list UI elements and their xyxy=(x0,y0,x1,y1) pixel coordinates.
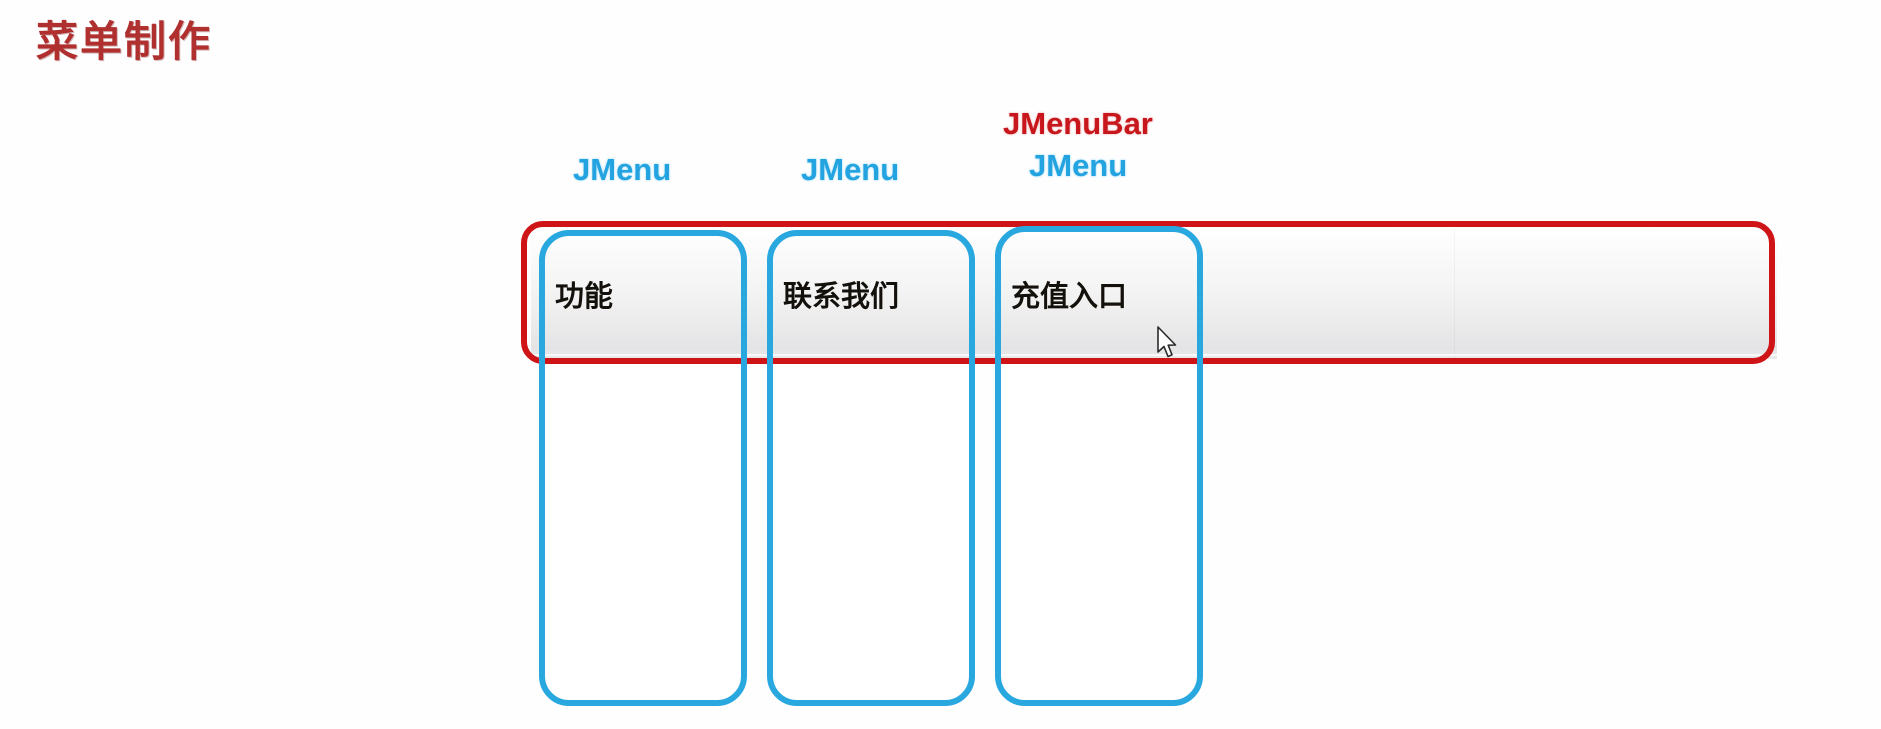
menubar-item-lianxiwomen[interactable]: 联系我们 xyxy=(759,228,987,359)
jmenubar[interactable]: 功能 联系我们 充值入口 xyxy=(531,228,1777,359)
menubar-seam xyxy=(1454,228,1455,359)
menubar-item-label: 功能 xyxy=(555,278,614,313)
menubar-item-label: 充值入口 xyxy=(1011,278,1128,313)
annotation-label-jmenu: JMenu xyxy=(1029,148,1128,183)
jmenu-popup-area xyxy=(774,364,968,699)
annotation-label-jmenu: JMenu xyxy=(573,152,672,187)
arrow-pointer-icon xyxy=(1157,326,1177,358)
jmenu-popup-area xyxy=(1002,364,1196,699)
annotation-label-jmenubar: JMenuBar xyxy=(1003,106,1153,141)
annotation-label-jmenu: JMenu xyxy=(801,152,900,187)
menubar-item-chongzhirukou[interactable]: 充值入口 xyxy=(987,228,1215,359)
jmenu-popup-area xyxy=(546,364,740,699)
page-title: 菜单制作 xyxy=(36,18,213,65)
menubar-item-label: 联系我们 xyxy=(783,278,900,313)
menubar-item-gongneng[interactable]: 功能 xyxy=(531,228,759,359)
menubar-bottom-highlight xyxy=(531,354,1777,356)
